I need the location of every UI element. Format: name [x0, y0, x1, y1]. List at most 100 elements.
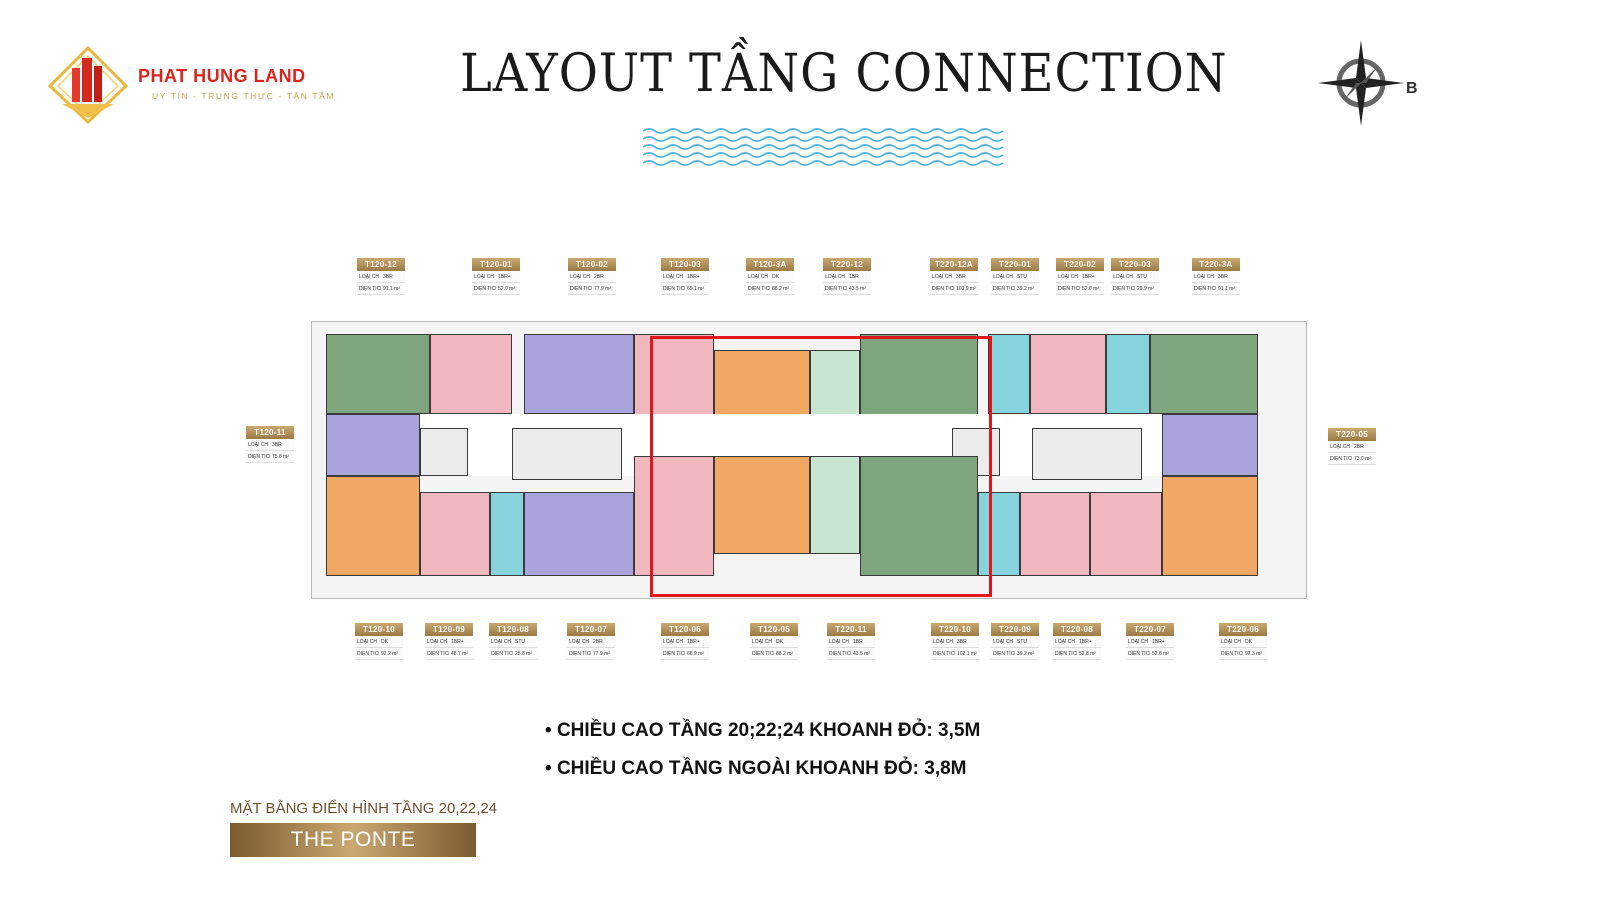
unit-code: T220-01 — [991, 258, 1039, 271]
unit-area: 103.9 m² — [956, 285, 976, 292]
type-label: LOẠI CH — [829, 638, 850, 645]
area-label: DIỆN TÍCH — [829, 650, 851, 657]
unit-code: T120-3A — [746, 258, 794, 271]
unit-code: T120-12 — [357, 258, 405, 271]
type-label: LOẠI CH — [932, 273, 953, 280]
area-label: DIỆN TÍCH — [357, 650, 379, 657]
unit-area: 77.9 m² — [594, 285, 611, 292]
unit-code: T220-05 — [1328, 428, 1376, 441]
unit-code: T220-02 — [1056, 258, 1104, 271]
unit-T220-05 — [1162, 414, 1258, 476]
unit-type: DK — [1245, 638, 1252, 645]
brand-name: PHAT HUNG LAND — [138, 66, 306, 86]
unit-type: STU — [1017, 273, 1027, 280]
unit-code: T220-06 — [1219, 623, 1267, 636]
area-label: DIỆN TÍCH — [932, 285, 954, 292]
highlight-frame — [650, 336, 992, 597]
area-label: DIỆN TÍCH — [1113, 285, 1135, 292]
unit-area: 39.2 m² — [1017, 650, 1034, 657]
unit-T220-03 — [1106, 334, 1150, 414]
unit-type: 3BR — [1218, 273, 1228, 280]
note-text: CHIỀU CAO TẦNG NGOÀI KHOANH ĐỎ: 3,8M — [556, 758, 967, 779]
area-label: DIỆN TÍCH — [570, 285, 592, 292]
note-ceiling-height-outside: • CHIỀU CAO TẦNG NGOÀI KHOANH ĐỎ: 3,8M — [545, 758, 967, 779]
area-label: DIỆN TÍCH — [474, 285, 496, 292]
unit-code: T120-09 — [425, 623, 473, 636]
unit-type: 1BR+ — [451, 638, 464, 645]
unit-type: 3BR — [957, 638, 967, 645]
area-label: DIỆN TÍCH — [825, 285, 847, 292]
type-label: LOẠI CH — [248, 441, 269, 448]
unit-area: 73.0 m² — [1354, 455, 1371, 462]
unit-type: 1BR — [853, 638, 863, 645]
unit-code: T120-01 — [472, 258, 520, 271]
area-label: DIỆN TÍCH — [491, 650, 513, 657]
type-label: LOẠI CH — [748, 273, 769, 280]
unit-code: T120-02 — [568, 258, 616, 271]
type-label: LOẠI CH — [569, 638, 590, 645]
unit-code: T220-09 — [991, 623, 1039, 636]
compass-north-letter: B — [1406, 80, 1418, 97]
stair-core-left — [420, 428, 468, 476]
unit-area: 75.8 m² — [272, 453, 289, 460]
area-label: DIỆN TÍCH — [248, 453, 270, 460]
unit-type: 1BR — [849, 273, 859, 280]
unit-type: STU — [1017, 638, 1027, 645]
unit-type: 3BR — [383, 273, 393, 280]
type-label: LOẠI CH — [1330, 443, 1351, 450]
page-title: LAYOUT TẦNG CONNECTION — [460, 44, 1228, 104]
area-label: DIỆN TÍCH — [1330, 455, 1352, 462]
unit-area: 91.1 m² — [383, 285, 400, 292]
unit-type: 1BR+ — [1079, 638, 1092, 645]
unit-code: T220-12A — [930, 258, 978, 271]
unit-T220-02 — [1030, 334, 1106, 414]
unit-code: T220-08 — [1053, 623, 1101, 636]
phat-hung-land-logo — [48, 46, 128, 124]
unit-T120-10 — [326, 476, 420, 576]
unit-T120-02 — [524, 334, 634, 414]
type-label: LOẠI CH — [570, 273, 591, 280]
area-label: DIỆN TÍCH — [993, 650, 1015, 657]
unit-T120-09 — [420, 492, 490, 576]
unit-T120-05 — [714, 456, 810, 554]
area-label: DIỆN TÍCH — [933, 650, 955, 657]
type-label: LOẠI CH — [1055, 638, 1076, 645]
unit-area: 43.5 m² — [853, 650, 870, 657]
unit-area: 43.5 m² — [849, 285, 866, 292]
unit-type: DK — [381, 638, 388, 645]
note-ceiling-height-red: • CHIỀU CAO TẦNG 20;22;24 KHOANH ĐỎ: 3,5… — [545, 720, 981, 741]
unit-code: T220-10 — [931, 623, 979, 636]
unit-T220-06 — [1162, 476, 1258, 576]
area-label: DIỆN TÍCH — [569, 650, 591, 657]
type-label: LOẠI CH — [1194, 273, 1215, 280]
type-label: LOẠI CH — [933, 638, 954, 645]
unit-type: 1BR+ — [687, 273, 700, 280]
area-label: DIỆN TÍCH — [1194, 285, 1216, 292]
note-text: CHIỀU CAO TẦNG 20;22;24 KHOANH ĐỎ: 3,5M — [556, 720, 981, 741]
unit-area: 52.8 m² — [1082, 285, 1099, 292]
area-label: DIỆN TÍCH — [663, 285, 685, 292]
unit-area: 91.1 m² — [1218, 285, 1235, 292]
type-label: LOẠI CH — [663, 273, 684, 280]
unit-area: 69.1 m² — [687, 285, 704, 292]
type-label: LOẠI CH — [474, 273, 495, 280]
unit-code: T120-03 — [661, 258, 709, 271]
unit-T220-08 — [1020, 492, 1090, 576]
